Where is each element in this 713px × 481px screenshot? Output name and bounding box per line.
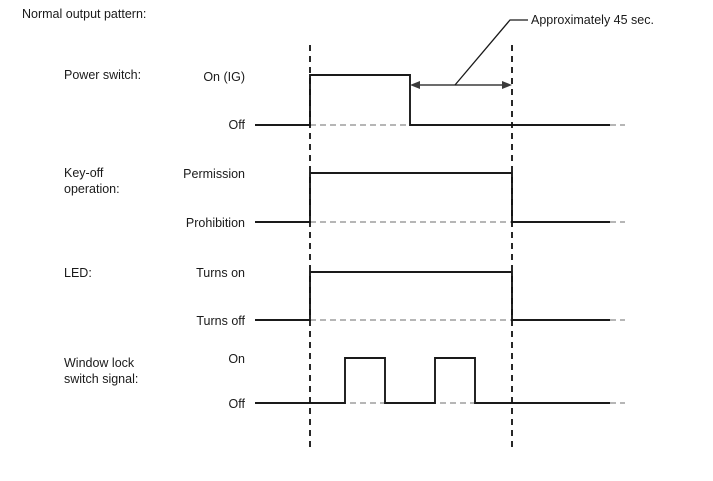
row-label-power-switch: Power switch:	[64, 68, 142, 82]
row-label-key-off-operation-line2: operation:	[64, 182, 120, 196]
state-label-window-lock-low: Off	[228, 397, 245, 411]
state-label-led-high: Turns on	[196, 266, 245, 280]
state-label-key-off-high: Permission	[183, 167, 245, 181]
dashed-level-lines	[310, 124, 625, 404]
waveform-power-switch	[255, 74, 610, 126]
state-label-power-switch-high: On (IG)	[203, 70, 245, 84]
row-label-key-off-operation-line1: Key-off	[64, 166, 104, 180]
row-label-window-lock-line2: switch signal:	[64, 372, 139, 386]
waveform-key-off-operation	[255, 172, 610, 223]
waveform-window-lock-switch-signal	[255, 357, 610, 404]
measurement-arrow-45-sec	[410, 81, 512, 89]
waveform-traces	[255, 74, 610, 404]
state-label-led-low: Turns off	[196, 314, 245, 328]
vertical-guide-lines	[309, 45, 513, 450]
row-label-window-lock-line1: Window lock	[64, 356, 135, 370]
annotation-leader-line	[454, 19, 528, 86]
page-title: Normal output pattern:	[22, 7, 147, 21]
state-label-power-switch-low: Off	[228, 118, 245, 132]
annotation-label-approx-45-sec: Approximately 45 sec.	[531, 13, 654, 27]
row-label-led: LED:	[64, 266, 92, 280]
state-label-key-off-low: Prohibition	[185, 216, 245, 230]
waveform-led	[255, 271, 610, 321]
state-label-window-lock-high: On	[228, 352, 245, 366]
